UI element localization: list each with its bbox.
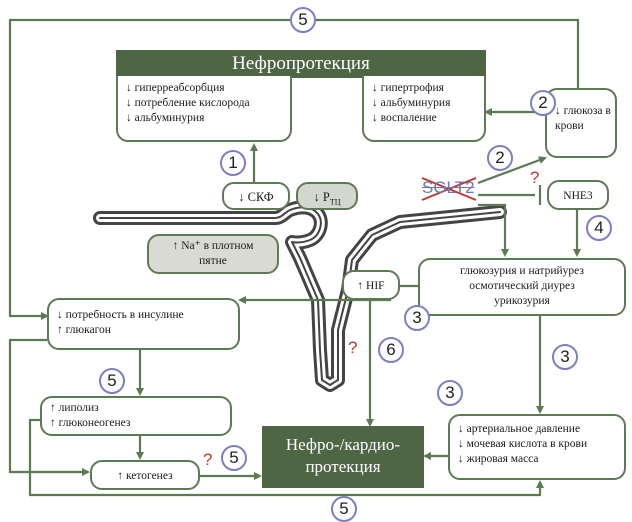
- nephron-tubule: [93, 200, 507, 392]
- glucosuria-box: глюкозурия и натрийурез осмотический диу…: [418, 258, 626, 316]
- insulin-box: ↓ потребность в инсулине ↑ глюкагон: [47, 298, 240, 350]
- glucose-line-1: ↓ глюкоза в: [555, 105, 611, 117]
- macula-box: ↑ Na⁺ в плотном пятне: [147, 234, 279, 274]
- number-circle-3b: 3: [552, 344, 578, 370]
- number-circle-top-5: 5: [290, 7, 316, 33]
- lipolysis-box: ↑ липолиз ↑ глюконеогенез: [40, 396, 232, 436]
- skf-box: ↓ СКФ: [222, 182, 290, 210]
- hif-label: ↑ HIF: [357, 280, 385, 292]
- nephro-right-3: ↓ воспаление: [372, 112, 437, 124]
- insulin-line-1: ↓ потребность в инсулине: [57, 309, 184, 321]
- hif-box: ↑ HIF: [342, 270, 400, 300]
- nhe3-box: NHE3: [547, 180, 609, 210]
- nephro-right-1: ↓ гипертрофия: [372, 82, 444, 94]
- bp-line-1: ↓ артериальное давление: [458, 423, 581, 435]
- cardio-protection-box: Нефро-/кардио- протекция: [262, 426, 424, 488]
- edge-lipolysis-bottom: [28, 418, 544, 497]
- nephroprotection-left-box: ↓ гиперреабсорбция ↓ потребление кислоро…: [116, 76, 292, 142]
- nephroprotection-right-box: ↓ гипертрофия ↓ альбуминурия ↓ воспалени…: [362, 76, 486, 142]
- cardio-line-1: Нефро-/кардио-: [285, 435, 401, 454]
- nephroprotection-title: Нефропротекция: [116, 50, 486, 78]
- ketogenesis-box: ↑ кетогенез: [90, 460, 200, 490]
- bp-line-3: ↓ жировая масса: [458, 453, 539, 465]
- macula-line-2: пятне: [199, 255, 227, 267]
- question-mark-sglt2: ?: [530, 168, 540, 187]
- number-circle-5b: 5: [221, 445, 247, 471]
- bp-line-2: ↓ мочевая кислота в крови: [458, 438, 588, 450]
- glucosuria-line-1: глюкозурия и натрийурез: [460, 265, 584, 277]
- nephro-left-2: ↓ потребление кислорода: [126, 97, 250, 109]
- nephro-left-1: ↓ гиперреабсорбция: [126, 82, 225, 94]
- nephro-left-3: ↓ альбуминурия: [126, 112, 205, 124]
- number-circle-1: 1: [220, 150, 246, 176]
- nhe3-label: NHE3: [563, 190, 593, 202]
- edge-sglt2-glucosuria: [478, 203, 509, 257]
- number-circle-5a: 5: [99, 368, 125, 394]
- bp-box: ↓ артериальное давление ↓ мочевая кислот…: [448, 414, 626, 480]
- question-mark-keto: ?: [203, 450, 213, 469]
- sglt2-label: SGLT2: [422, 178, 475, 197]
- lipolysis-line-1: ↑ липолиз: [50, 402, 99, 414]
- question-mark-hif: ?: [348, 338, 358, 357]
- pressure-label: ↓ P: [313, 190, 330, 204]
- glucosuria-line-3: урикозурия: [494, 295, 550, 307]
- pressure-box: ↓ PТЦ: [296, 182, 358, 210]
- cardio-line-2: протекция: [305, 457, 381, 476]
- edge-insulin-keto: [8, 338, 90, 476]
- macula-line-1: ↑ Na⁺ в плотном: [172, 240, 254, 252]
- number-circle-2b: 2: [487, 145, 513, 171]
- pressure-sub: ТЦ: [329, 197, 341, 207]
- insulin-line-2: ↑ глюкагон: [57, 324, 111, 336]
- number-circle-2a: 2: [530, 90, 556, 116]
- nephro-right-2: ↓ альбуминурия: [372, 97, 451, 109]
- ketogenesis-label: ↑ кетогенез: [117, 470, 173, 482]
- sglt2-cross: [421, 177, 477, 201]
- number-circle-6: 6: [378, 337, 404, 363]
- glucose-line-2: крови: [555, 120, 584, 132]
- glucose-box: ↓ глюкоза в крови: [545, 88, 617, 158]
- glucosuria-line-2: осмотический диурез: [469, 280, 575, 292]
- skf-label: ↓ СКФ: [238, 190, 274, 204]
- edge-sglt2-glucose: [477, 156, 547, 185]
- number-circle-3c: 3: [437, 380, 463, 406]
- lipolysis-line-2: ↑ глюконеогенез: [50, 417, 131, 429]
- number-circle-4: 4: [586, 215, 612, 241]
- number-circle-3a: 3: [404, 305, 430, 331]
- number-circle-bottom-5: 5: [331, 496, 357, 522]
- edge-top-loop: [8, 18, 580, 320]
